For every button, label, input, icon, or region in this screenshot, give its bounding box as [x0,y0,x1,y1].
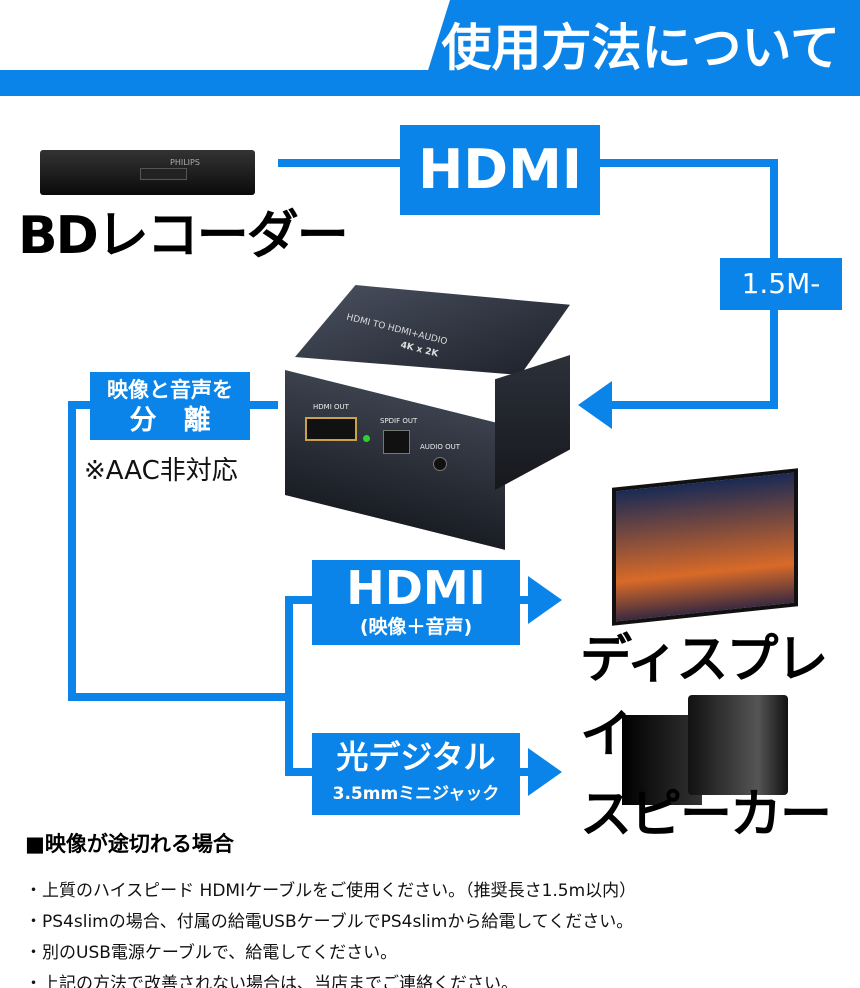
cable-length-label: 1.5M- [720,258,842,310]
bd-recorder-label: BDレコーダー [18,206,349,266]
hdmi-output-label: HDMI (映像＋音声) [312,560,520,645]
optical-output-sub: 3.5mmミニジャック [332,784,500,804]
optical-output-title: 光デジタル [336,738,496,776]
led-indicator [363,435,370,442]
speaker-image-right [688,695,788,795]
arrow-left-icon [578,381,612,429]
arrow-right-icon [528,576,562,624]
page-title: 使用方法について [420,0,860,96]
note-item: ・上質のハイスピード HDMIケーブルをご使用ください。（推奨長さ1.5m以内） [25,881,637,901]
display-panel [140,168,187,180]
spdif-port-label: SPDIF OUT [380,417,418,425]
arrow-right-icon [528,748,562,796]
aac-note: ※AAC非対応 [84,456,238,486]
cable-line [610,401,778,409]
cable-line [68,401,76,701]
notes-heading: ■映像が途切れる場合 [25,832,234,856]
audio-out-port [433,457,447,471]
hdmi-output-sub: (映像＋音声) [359,616,473,638]
bd-recorder-image: PHILIPS [40,150,255,195]
hdmi-out-port [305,417,357,441]
note-item: ・上記の方法で改善されない場合は、当店までご連絡ください。 [25,974,518,988]
hdmi-cable-label: HDMI [400,125,600,215]
separation-line2: 分 離 [129,405,211,436]
hdmi-output-title: HDMI [346,561,486,615]
spdif-port [383,430,410,454]
display-image [612,468,798,626]
brand-logo: PHILIPS [170,158,200,167]
separation-label: 映像と音声を 分 離 [90,372,250,440]
speaker-label: スピーカー [580,785,832,845]
note-item: ・PS4slimの場合、付属の給電USBケーブルでPS4slimから給電してくだ… [25,912,634,932]
device-front [285,370,505,550]
optical-output-label: 光デジタル 3.5mmミニジャック [312,733,520,815]
audio-out-port-label: AUDIO OUT [420,443,461,451]
device-top [295,285,570,375]
separation-line1: 映像と音声を [107,378,233,402]
notes-section: ■映像が途切れる場合 ・上質のハイスピード HDMIケーブルをご使用ください。（… [25,828,636,988]
cable-line [68,693,293,701]
cable-line [285,596,293,776]
device-side [495,355,570,490]
splitter-device-image: HDMI TO HDMI+AUDIO 4K x 2K HDMI OUT SPDI… [285,285,570,550]
note-item: ・別のUSB電源ケーブルで、給電してください。 [25,943,398,963]
hdmi-out-port-label: HDMI OUT [313,403,349,411]
